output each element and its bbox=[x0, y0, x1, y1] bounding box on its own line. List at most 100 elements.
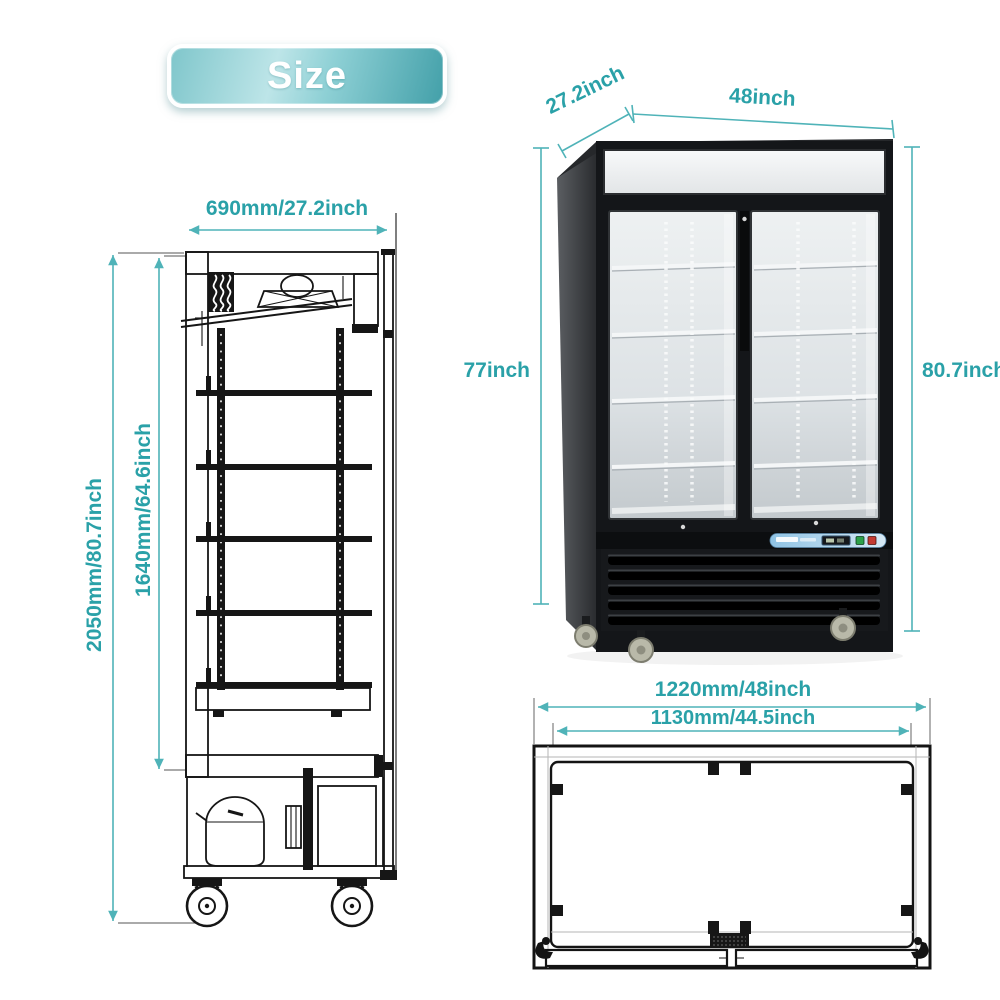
side-interior-height-dimension: 1640mm/64.6inch bbox=[132, 255, 186, 771]
size-badge-label: Size bbox=[266, 54, 348, 97]
front-width-dimension: 48inch bbox=[631, 84, 895, 139]
front-width-label: 48inch bbox=[729, 84, 797, 110]
condenser-plate bbox=[303, 768, 313, 870]
front-height-label: 77inch bbox=[463, 359, 530, 382]
front-depth-label: 27.2inch bbox=[542, 61, 628, 119]
size-badge: Size bbox=[167, 44, 447, 108]
top-overall-width-dimension: 1220mm/48inch bbox=[533, 678, 931, 744]
temperature-display bbox=[821, 535, 851, 546]
glass-reflection bbox=[724, 214, 733, 516]
top-wall bbox=[185, 251, 379, 275]
side-width-label: 690mm/27.2inch bbox=[206, 197, 368, 220]
light-button bbox=[867, 536, 877, 545]
display-digits bbox=[837, 538, 844, 543]
mounting-tabs bbox=[551, 762, 913, 934]
top-interior-width-dimension: 1130mm/44.5inch bbox=[552, 707, 912, 760]
fan-motor bbox=[280, 274, 314, 298]
corner-hinge-left bbox=[535, 937, 553, 959]
door-top-cap bbox=[381, 249, 395, 255]
shelf-2 bbox=[196, 450, 372, 470]
front-product-view: 27.2inch 48inch 77inch 80.7inch bbox=[463, 61, 1000, 665]
glass-doors bbox=[608, 210, 880, 530]
frame-screw bbox=[813, 520, 819, 526]
door-hinge-lower bbox=[383, 762, 393, 770]
depth-tick bbox=[557, 143, 567, 159]
shelf-3 bbox=[196, 522, 372, 542]
compressor bbox=[195, 796, 265, 867]
center-hinge-block bbox=[710, 933, 749, 948]
brand-text-mark bbox=[800, 538, 816, 542]
fan-cross bbox=[257, 290, 339, 308]
coil-wave bbox=[219, 274, 225, 312]
door-hinge-upper bbox=[383, 330, 393, 338]
construction-lines bbox=[534, 746, 930, 968]
cabinet-side-panel bbox=[557, 143, 596, 650]
right-door-glass bbox=[750, 210, 880, 520]
left-door-glass bbox=[608, 210, 738, 520]
width-tick bbox=[631, 104, 635, 124]
control-panel-strip bbox=[596, 532, 893, 549]
section-door bbox=[380, 249, 397, 880]
side-overall-height-label: 2050mm/80.7inch bbox=[83, 478, 106, 652]
corner-hinge-right bbox=[911, 937, 929, 959]
power-button bbox=[855, 536, 865, 545]
side-overall-height-dimension: 2050mm/80.7inch bbox=[83, 252, 196, 924]
brand-logo-mark bbox=[776, 537, 798, 542]
width-dim-line bbox=[632, 113, 894, 130]
top-view-inner-outline bbox=[549, 760, 915, 949]
left-door-edge bbox=[544, 948, 729, 968]
door-panel bbox=[383, 253, 394, 873]
side-section-view: 690mm/27.2inch 2050mm/80.7inch 1640mm/64… bbox=[83, 197, 397, 928]
shelf-4 bbox=[196, 596, 372, 616]
sill-block bbox=[374, 755, 383, 777]
front-casters bbox=[574, 608, 856, 663]
door-header-frame bbox=[353, 273, 379, 327]
caster-front-left bbox=[628, 630, 654, 663]
overall-height-dimension: 80.7inch bbox=[904, 146, 1000, 632]
base-rail bbox=[183, 865, 395, 879]
door-handle bbox=[740, 211, 749, 351]
front-height-dimension: 77inch bbox=[463, 147, 549, 605]
glass-reflection bbox=[866, 214, 875, 516]
depth-tick bbox=[624, 106, 634, 122]
door-bottom-block bbox=[380, 870, 397, 880]
lightbox-header bbox=[603, 149, 886, 195]
top-overall-width-label: 1220mm/48inch bbox=[655, 678, 811, 701]
platform-foot bbox=[213, 710, 224, 717]
display-digits bbox=[826, 538, 834, 543]
shelf-support-posts bbox=[664, 222, 856, 502]
frame-screw bbox=[680, 524, 686, 530]
drain-pan bbox=[180, 298, 353, 328]
caster-side-rear bbox=[574, 616, 598, 648]
machine-compartment bbox=[183, 768, 395, 928]
door-top-edges bbox=[544, 948, 919, 968]
width-tick bbox=[891, 119, 895, 139]
right-door-edge bbox=[734, 948, 919, 968]
overall-height-label: 80.7inch bbox=[922, 359, 1000, 382]
shelf-1 bbox=[196, 376, 372, 396]
platform-foot bbox=[331, 710, 342, 717]
cabinet-walls bbox=[185, 251, 383, 778]
back-wall bbox=[185, 251, 209, 778]
top-interior-width-label: 1130mm/44.5inch bbox=[651, 707, 816, 729]
louver-slats bbox=[608, 554, 880, 625]
depth-dim-line bbox=[561, 113, 630, 152]
coil-wave bbox=[226, 274, 232, 312]
shelf-5 bbox=[196, 668, 372, 688]
condenser-fan bbox=[285, 805, 302, 849]
caster-right bbox=[330, 878, 374, 928]
caster-left bbox=[185, 878, 229, 928]
door-header-tip bbox=[352, 324, 378, 333]
hinge-screw bbox=[742, 216, 747, 222]
side-width-dimension: 690mm/27.2inch bbox=[189, 197, 397, 250]
side-interior-height-label: 1640mm/64.6inch bbox=[132, 423, 155, 597]
shelving bbox=[195, 328, 372, 717]
left-door-shelves bbox=[611, 262, 736, 514]
evaporator-assembly bbox=[180, 272, 353, 346]
condenser bbox=[285, 768, 377, 870]
caster-front-right bbox=[830, 608, 856, 641]
top-plan-view: 1220mm/48inch 1130mm/44.5inch bbox=[532, 678, 932, 970]
condenser-coil bbox=[317, 785, 377, 867]
